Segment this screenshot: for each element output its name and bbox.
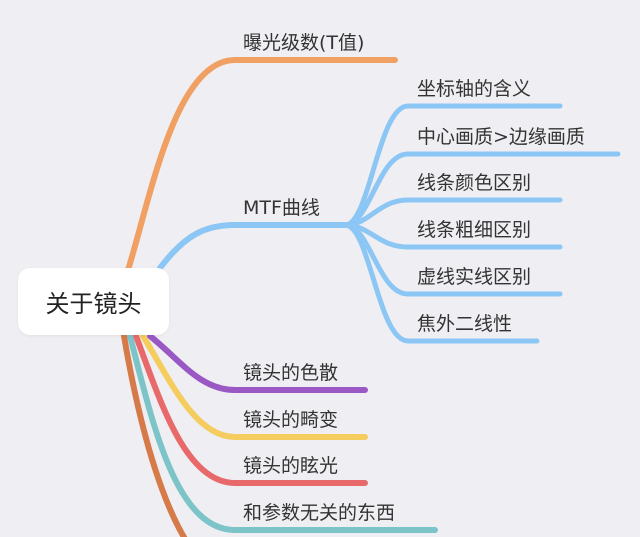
node-dashed-vs-solid[interactable]: 虚线实线区别: [417, 266, 532, 288]
node-line-thickness[interactable]: 线条粗细区别: [417, 219, 532, 241]
node-exposure-stops[interactable]: 曝光级数(T值): [243, 32, 365, 54]
connector-dispersion: [147, 333, 368, 393]
connector-mtf-child-1: [342, 103, 563, 228]
node-dispersion[interactable]: 镜头的色散: [243, 362, 339, 384]
node-center-vs-edge[interactable]: 中心画质>边缘画质: [417, 126, 585, 148]
node-bokeh-double-line[interactable]: 焦外二线性: [417, 313, 513, 335]
connector-flare: [133, 333, 368, 486]
node-mtf-curve[interactable]: MTF曲线: [243, 197, 320, 219]
connector-distortion: [140, 333, 368, 440]
node-line-color[interactable]: 线条颜色区别: [417, 172, 532, 194]
connector-mtf: [157, 222, 348, 271]
connector-exposure: [125, 57, 398, 273]
node-axis-meaning[interactable]: 坐标轴的含义: [417, 78, 532, 100]
connector-other: [127, 333, 438, 533]
root-node[interactable]: 关于镜头: [18, 268, 169, 335]
connector-mtf-child-6: [342, 222, 540, 344]
node-flare[interactable]: 镜头的眩光: [243, 455, 339, 477]
node-distortion[interactable]: 镜头的畸变: [243, 409, 339, 431]
node-non-parameter[interactable]: 和参数无关的东西: [243, 502, 396, 524]
connector-extra: [121, 333, 188, 537]
